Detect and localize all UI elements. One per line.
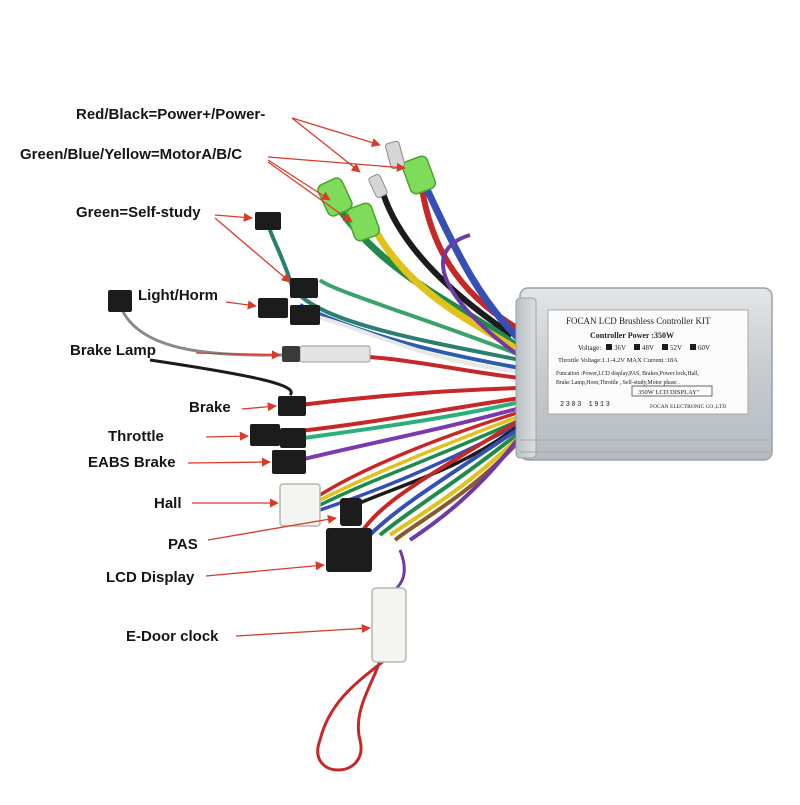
connector-hall — [279, 483, 321, 527]
label-power: Red/Black=Power+/Power- — [76, 106, 266, 123]
connector-pas — [340, 498, 362, 526]
label-brake: Brake — [189, 399, 231, 416]
wire-throttle-2 — [289, 400, 521, 442]
label-throttle: Throttle — [108, 428, 164, 445]
wire-blue-motor — [421, 183, 523, 343]
wire-teal-selfstudy — [266, 221, 521, 362]
wire-black-power — [379, 189, 514, 338]
wire-lcd-blue — [368, 426, 522, 537]
sticker-throttle-spec: Throttle Voltage:1.1-4.2V MAX Current :1… — [558, 357, 678, 364]
sticker-voltage-prefix: Voltage: — [578, 344, 601, 352]
voltage-option-48: 48V — [642, 344, 654, 352]
controller-box — [515, 287, 773, 461]
terminal-motor-b — [345, 202, 381, 242]
voltage-option-52: 52V — [670, 344, 682, 352]
voltage-option-60: 60V — [698, 344, 710, 352]
terminal-power-minus — [368, 173, 388, 199]
label-motor: Green/Blue/Yellow=MotorA/B/C — [20, 146, 243, 163]
voltage-option-36: 36V — [614, 344, 626, 352]
label-lcd: LCD Display — [106, 569, 195, 586]
arrow-throttle — [205, 431, 249, 441]
arrow-brakelamp — [195, 350, 281, 360]
wire-throttle-1 — [289, 396, 521, 434]
label-hall: Hall — [154, 495, 182, 512]
voltage-options: 36V 48V 52V 60V — [606, 344, 710, 352]
arrow-power-1 — [291, 117, 381, 147]
connector-brakelamp-plug — [282, 346, 300, 362]
wire-light-white — [309, 313, 521, 374]
connector-brake — [278, 396, 306, 416]
connector-selfstudy-mid — [290, 278, 318, 298]
connector-throttle-2 — [280, 428, 306, 448]
arrow-selfstudy-2 — [214, 217, 291, 283]
controller-sticker — [547, 309, 749, 415]
wire-hall-red — [319, 410, 521, 497]
label-edoor: E-Door clock — [126, 628, 219, 645]
label-light: Light/Horm — [138, 287, 218, 304]
wire-edoor-loop — [316, 658, 386, 772]
wire-purple-top — [441, 233, 527, 362]
connector-light-1 — [258, 298, 288, 318]
callout-arrows — [187, 117, 406, 637]
terminal-motor-a — [317, 177, 353, 217]
connector-selfstudy-top — [255, 212, 281, 230]
wire-eabs — [299, 406, 521, 462]
arrow-motor-1 — [267, 156, 406, 172]
arrow-edoor — [235, 623, 371, 637]
connector-edoor — [371, 587, 407, 663]
arrow-eabs — [187, 457, 271, 467]
arrow-motor-3 — [267, 161, 353, 223]
wire-hall-green — [319, 418, 521, 507]
connector-throttle-1 — [250, 424, 280, 446]
wire-lcd-red — [358, 418, 522, 536]
sticker-display-box — [631, 385, 713, 397]
wire-bundle — [118, 174, 527, 772]
wire-lcd-purple — [408, 434, 522, 542]
sticker-title: FOCAN LCD Brushless Controller KIT — [566, 316, 711, 326]
sticker-serial: 2303 1913 — [560, 401, 611, 409]
arrow-motor-2 — [267, 159, 331, 201]
label-eabs: EABS Brake — [88, 454, 176, 471]
voltage-checkbox-36 — [606, 344, 612, 350]
wire-brake — [299, 386, 521, 407]
arrow-lcd — [205, 561, 325, 577]
wire-brakelamp-black — [149, 358, 293, 397]
connector-light-2 — [290, 305, 320, 325]
arrow-light — [225, 300, 257, 310]
sticker-power: Controller Power :350W — [590, 331, 674, 340]
voltage-checkbox-52 — [662, 344, 668, 350]
wire-hall-yellow — [319, 414, 521, 502]
label-pas: PAS — [168, 536, 198, 553]
label-selfstudy: Green=Self-study — [76, 204, 201, 221]
wire-edoor — [393, 549, 406, 592]
voltage-checkbox-60 — [690, 344, 696, 350]
voltage-checkbox-48 — [634, 344, 640, 350]
wire-lcd-green — [378, 430, 522, 537]
arrow-selfstudy-1 — [214, 212, 253, 222]
label-brakelamp: Brake Lamp — [70, 342, 156, 359]
sticker-function-2: Brake Lamp,Horn,Throttle , Self-study,Mo… — [556, 379, 680, 386]
connectors — [108, 140, 437, 663]
arrow-brake — [241, 402, 277, 412]
terminal-power-plus — [401, 155, 437, 195]
terminal-motor-c — [385, 140, 405, 170]
controller-endcap — [515, 297, 537, 459]
sticker-function-1: Funcation :Power,LCD display,PAS, Brakes… — [556, 371, 699, 377]
arrow-pas — [207, 514, 337, 541]
sticker-manufacturer: FOCAN ELECTRONIC CO.,LTD — [650, 404, 726, 410]
connector-eabs — [272, 450, 306, 474]
wire-lcd-yellow — [388, 434, 522, 537]
wire-green-selfstudy — [318, 278, 521, 357]
connector-light-plug — [108, 290, 132, 312]
sticker-display-text: 350W LCD DISPLAY" — [638, 389, 700, 396]
connector-lcd — [326, 528, 372, 572]
connector-brakelamp-sleeve — [299, 345, 371, 363]
